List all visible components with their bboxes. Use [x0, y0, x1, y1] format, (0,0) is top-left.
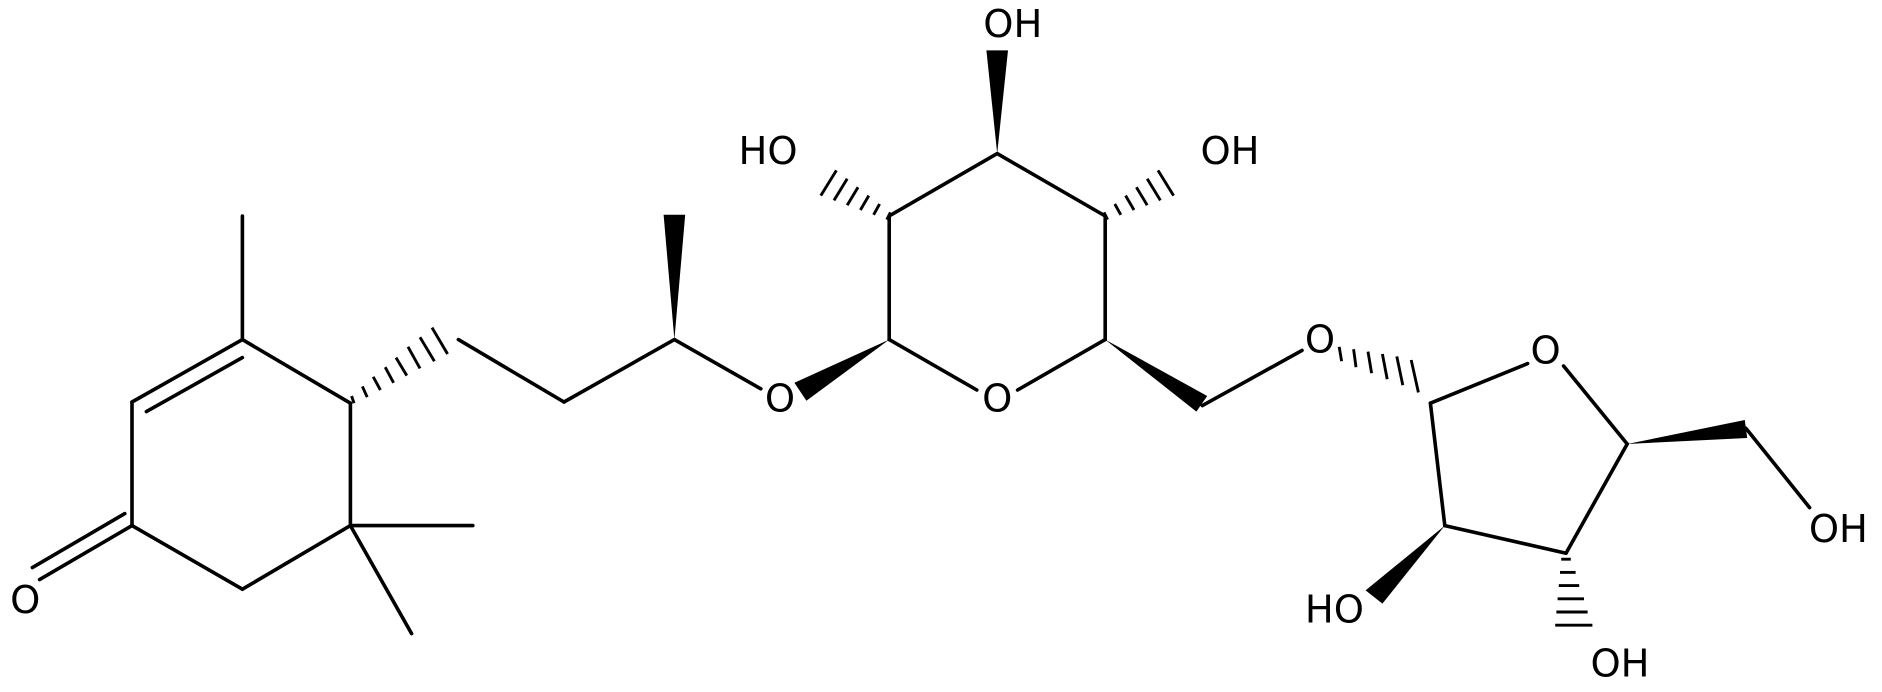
carbonyl-bond — [30, 511, 134, 582]
hydroxyl-glc-c2: HO — [738, 129, 797, 174]
bond-ch2-oh — [1744, 426, 1812, 510]
atom-ether-oxygen-2: O — [1305, 318, 1335, 363]
hashed-bond-glc-c2 — [819, 169, 892, 221]
hydroxyl-fur-c3: OH — [1590, 642, 1649, 687]
hashed-bond-fur-c3 — [1555, 557, 1593, 627]
hashed-bond-glc-c3 — [1102, 169, 1175, 221]
hydroxyl-glc-c3: OH — [1200, 129, 1259, 174]
atom-furanose-ring-oxygen: O — [1530, 328, 1560, 373]
wedge-bond-fur-c4-c5 — [1627, 420, 1748, 445]
bond-c6-o — [1200, 348, 1304, 408]
hashed-bond-glycosidic — [1337, 346, 1420, 393]
hydroxyl-glc-c4: OH — [983, 2, 1042, 47]
atom-ketone-oxygen: O — [10, 578, 40, 623]
hydroxyl-fur-c2: HO — [1305, 588, 1364, 633]
furanose-ring — [1428, 361, 1630, 556]
cyclohexenone-ring — [130, 337, 353, 592]
atom-ether-oxygen-1: O — [765, 376, 795, 421]
glucose-ring — [887, 151, 1108, 392]
butyl-side-chain — [456, 337, 763, 404]
wedge-bond-fur-c2-oh — [1365, 525, 1445, 604]
wedge-bond-anomeric — [794, 339, 890, 401]
wedge-bond-c4-oh — [986, 50, 1009, 154]
methyl-groups — [240, 214, 475, 636]
wedge-bond-c5-c6 — [1105, 339, 1208, 412]
hashed-bond-ring-chain — [350, 326, 449, 404]
atom-glucose-ring-oxygen: O — [982, 376, 1012, 421]
hydroxyl-fur-c5: OH — [1809, 507, 1868, 552]
wedge-bond-methyl — [663, 214, 686, 340]
